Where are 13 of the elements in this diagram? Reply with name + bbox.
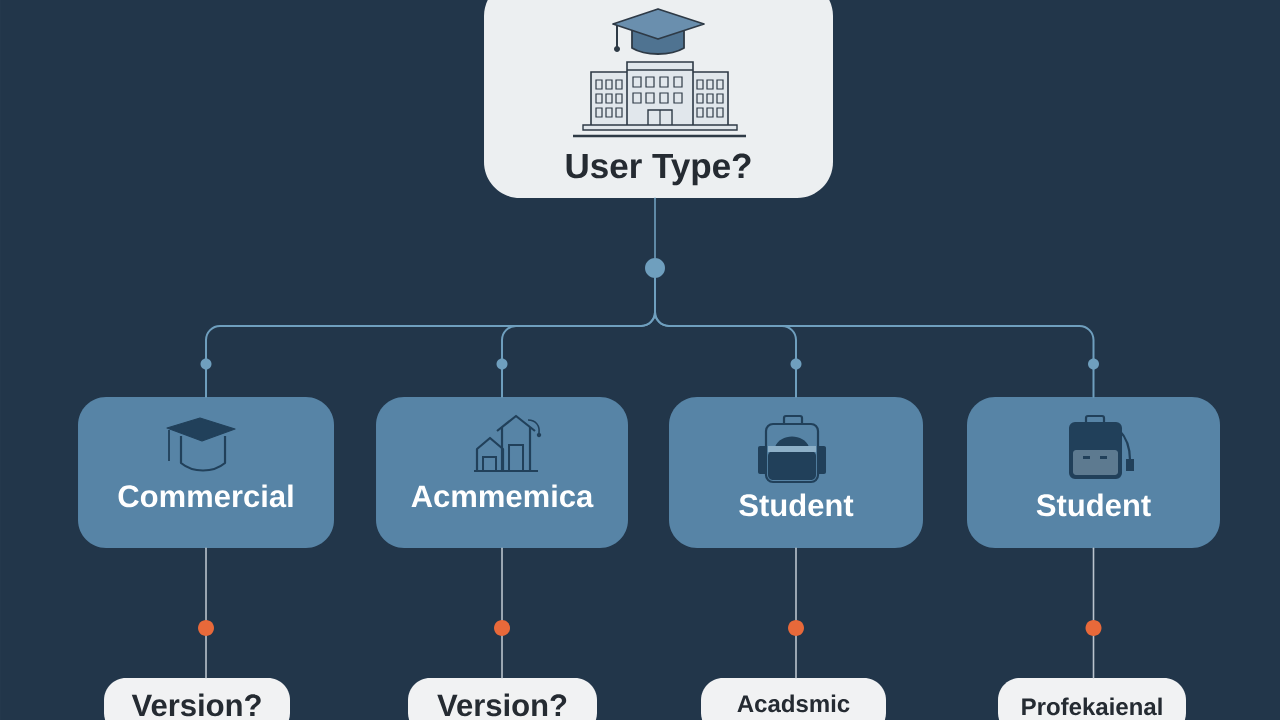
connector bbox=[1092, 547, 1095, 679]
option-box: Acadsmic bbox=[701, 678, 886, 720]
connector bbox=[654, 277, 1095, 398]
category-box: Acmmemica bbox=[376, 397, 628, 548]
connector bbox=[205, 547, 207, 679]
connector bbox=[501, 547, 503, 679]
category-box: Commercial bbox=[78, 397, 334, 548]
option-box: Profekaienal bbox=[998, 678, 1186, 720]
connector bbox=[654, 197, 656, 259]
junction-dot bbox=[645, 258, 665, 278]
option-box: Version? bbox=[408, 678, 597, 720]
option-box: Version? bbox=[104, 678, 290, 720]
connector bbox=[795, 547, 797, 679]
